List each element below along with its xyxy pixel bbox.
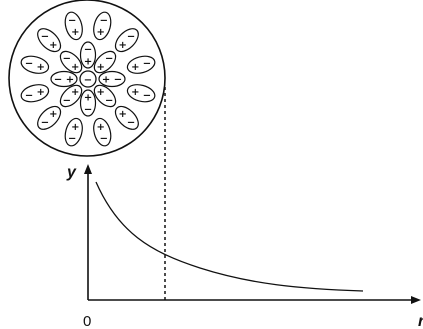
- origin-label: 0: [83, 313, 91, 329]
- dipole-minus-sign: −: [84, 105, 92, 116]
- dipole-minus-sign: −: [63, 53, 71, 64]
- dipole-minus-sign: −: [127, 31, 135, 42]
- dipole-minus-sign: −: [127, 118, 135, 129]
- dipole-plus-sign: +: [49, 109, 57, 120]
- dipole-ellipse: +−: [91, 117, 114, 148]
- central-ion-sign: −: [84, 75, 92, 86]
- dipole-plus-sign: +: [84, 57, 92, 68]
- y-axis-arrowhead: [84, 164, 92, 174]
- dipole-minus-sign: −: [41, 118, 49, 129]
- dipole-plus-sign: +: [131, 87, 139, 98]
- dipole-plus-sign: +: [118, 109, 126, 120]
- dipole-plus-sign: +: [66, 75, 74, 86]
- dipole-ellipse: +−: [99, 72, 125, 87]
- dipole-plus-sign: +: [71, 62, 79, 73]
- y-axis-label: y: [66, 164, 77, 181]
- dipole-plus-sign: +: [96, 122, 104, 133]
- dipole-minus-sign: −: [114, 75, 122, 86]
- dipole-minus-sign: −: [25, 90, 33, 101]
- dipole-plus-sign: +: [36, 62, 44, 73]
- dipole-plus-sign: +: [102, 75, 110, 86]
- dipole-ellipse: +−: [62, 117, 85, 148]
- dipole-ellipse: +−: [19, 82, 50, 105]
- dipole-plus-sign: +: [71, 122, 79, 133]
- x-axis-label: r: [418, 313, 423, 329]
- dipole-ellipse: +−: [126, 53, 157, 76]
- dipole-plus-sign: +: [84, 93, 92, 104]
- dipole-minus-sign: −: [105, 96, 113, 107]
- dipole-plus-sign: +: [97, 62, 105, 73]
- dipole-ellipse: +−: [111, 102, 142, 133]
- dipole-plus-sign: +: [36, 87, 44, 98]
- decay-curve: [96, 182, 363, 291]
- dipole-ellipse: +−: [126, 82, 157, 105]
- dipole-minus-sign: −: [25, 59, 33, 70]
- dipole-minus-sign: −: [68, 133, 76, 144]
- dipole-ellipse: +−: [111, 25, 142, 56]
- dipole-ellipse: +−: [91, 10, 114, 41]
- dipole-plus-sign: +: [71, 27, 79, 38]
- dipole-plus-sign: +: [49, 40, 57, 51]
- dipole-ellipse: +−: [34, 102, 65, 133]
- dipole-minus-sign: −: [41, 31, 49, 42]
- dipole-ellipse: +−: [34, 25, 65, 56]
- dipole-ellipse: +−: [81, 42, 96, 68]
- dipole-plus-sign: +: [97, 87, 105, 98]
- dipole-minus-sign: −: [143, 59, 151, 70]
- dipole-ellipse: +−: [19, 53, 50, 76]
- dipole-ellipse: +−: [81, 90, 96, 116]
- dipole-plus-sign: +: [118, 40, 126, 51]
- dipole-ellipse: +−: [51, 72, 77, 87]
- dipole-minus-sign: −: [143, 90, 151, 101]
- dipole-minus-sign: −: [63, 96, 71, 107]
- dipole-plus-sign: +: [96, 27, 104, 38]
- dipole-ellipse: +−: [62, 10, 85, 41]
- x-axis-arrowhead: [411, 296, 421, 304]
- dipole-minus-sign: −: [105, 53, 113, 64]
- dipole-plus-sign: +: [71, 87, 79, 98]
- dipole-minus-sign: −: [84, 45, 92, 56]
- dipole-minus-sign: −: [68, 16, 76, 27]
- dipole-minus-sign: −: [54, 75, 62, 86]
- dipole-minus-sign: −: [100, 133, 108, 144]
- dipole-minus-sign: −: [100, 16, 108, 27]
- dipole-plus-sign: +: [131, 62, 139, 73]
